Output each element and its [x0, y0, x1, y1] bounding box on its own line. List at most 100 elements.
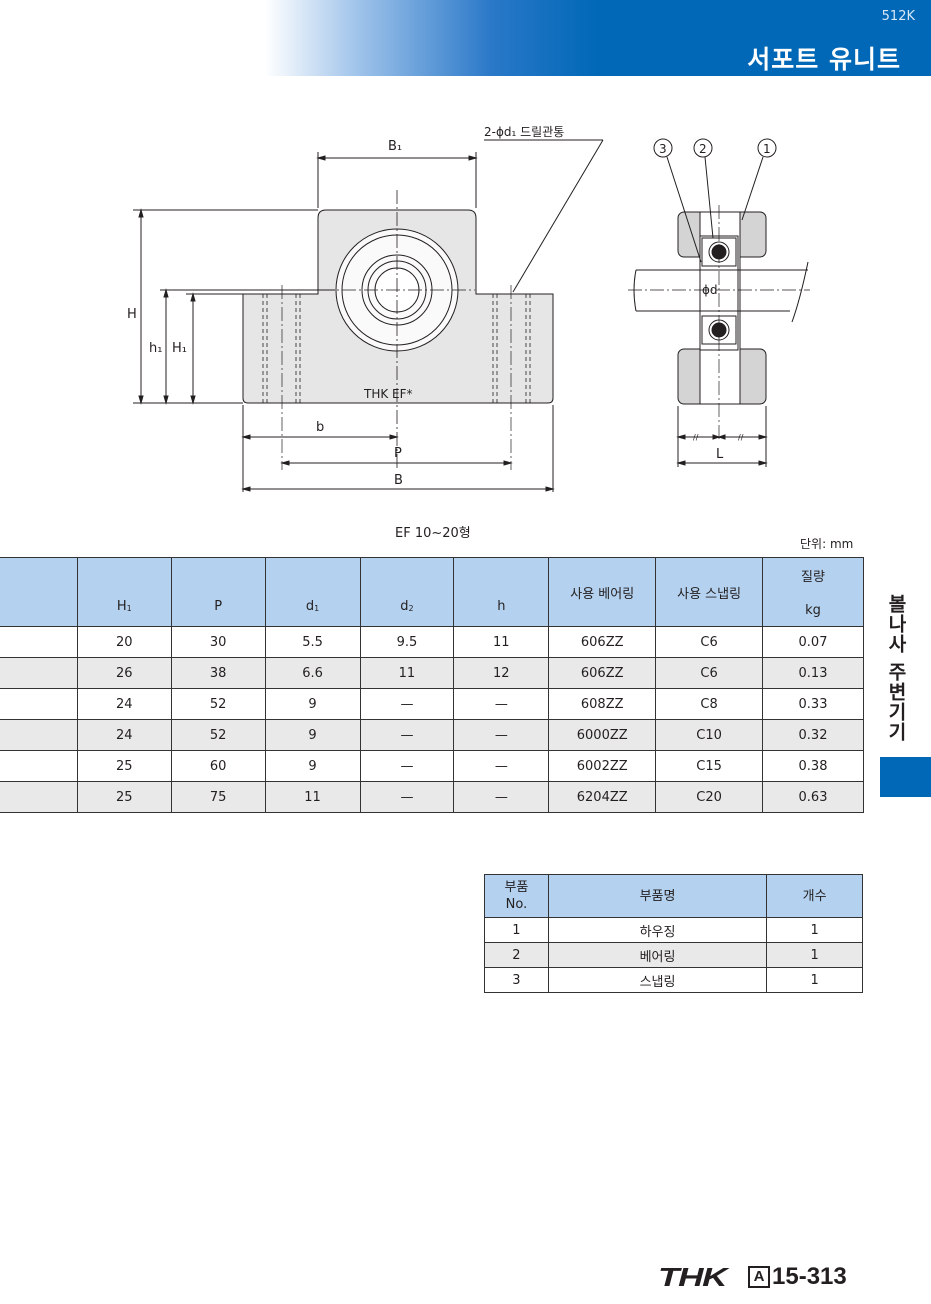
label-hole: 2-ϕd₁ 드릴관통 [484, 125, 564, 139]
label-H: H [127, 307, 137, 322]
cell-part-count: 1 [766, 917, 863, 943]
spec-header-h1: H1 [76, 557, 172, 627]
cell-mass: 0.63 [762, 781, 864, 813]
cell-h: — [453, 688, 550, 720]
cell-part-name: 베어링 [547, 942, 768, 968]
cell-part-name: 하우징 [547, 917, 768, 943]
cell-d2: — [359, 781, 455, 813]
cell-d1: 5.5 [264, 626, 361, 658]
spec-header-bearing: 사용 베어링 [548, 557, 657, 627]
cell-mass: 0.07 [762, 626, 864, 658]
cell-bearing: 606ZZ [548, 657, 657, 689]
table-row: 24 52 9 — — 6000ZZ C10 0.32 [0, 719, 864, 751]
cell-snap: C8 [655, 688, 764, 720]
drawing-caption: EF 10~20형 [395, 526, 471, 541]
label-B: B [394, 473, 403, 488]
callout-2: 2 [699, 142, 707, 156]
unit-label: 단위: mm [800, 537, 854, 551]
mark-2: // [738, 433, 744, 442]
cell-bearing: 6000ZZ [548, 719, 657, 751]
table-row: 24 52 9 — — 608ZZ C8 0.33 [0, 688, 864, 720]
cell-part-count: 1 [766, 942, 863, 968]
cell-part-no: 1 [484, 917, 549, 943]
spec-header-snap: 사용 스냅링 [655, 557, 764, 627]
label-b: b [316, 420, 324, 435]
cell-d1: 6.6 [264, 657, 361, 689]
spec-header-blank [0, 557, 78, 627]
mark-1: // [693, 433, 699, 442]
spec-header-p: P [170, 557, 266, 627]
page-header: 512K 서포트 유니트 [265, 0, 931, 76]
callout-1: 1 [763, 142, 771, 156]
cell-p: 38 [170, 657, 266, 689]
label-P: P [394, 446, 402, 461]
cell-d2: 9.5 [359, 626, 455, 658]
label-b1: B₁ [388, 139, 402, 154]
cell-p: 52 [170, 719, 266, 751]
table-row: 26 38 6.6 11 12 606ZZ C6 0.13 [0, 657, 864, 689]
cell-d1: 9 [264, 688, 361, 720]
cell-bearing: 606ZZ [548, 626, 657, 658]
cell-part-no: 3 [484, 967, 549, 993]
side-tab-marker [880, 757, 931, 797]
cell-d2: 11 [359, 657, 455, 689]
cell-bearing: 608ZZ [548, 688, 657, 720]
label-h1: h₁ [149, 341, 162, 356]
cell-d1: 9 [264, 719, 361, 751]
label-model: THK EF* [363, 387, 413, 401]
parts-header-name: 부품명 [547, 874, 768, 918]
cell-snap: C6 [655, 657, 764, 689]
page-footer: THK A 15-313 [658, 1262, 847, 1292]
label-L: L [716, 447, 724, 462]
label-phid: ϕd [702, 283, 718, 297]
cell-h: 12 [453, 657, 550, 689]
cell-p: 75 [170, 781, 266, 813]
cell-h1: 26 [76, 657, 172, 689]
table-row: 20 30 5.5 9.5 11 606ZZ C6 0.07 [0, 626, 864, 658]
cell-h1: 25 [76, 781, 172, 813]
cell-d2: — [359, 688, 455, 720]
label-H1: H₁ [172, 341, 187, 356]
cell-snap: C10 [655, 719, 764, 751]
parts-header-count: 개수 [766, 874, 863, 918]
cell-snap: C6 [655, 626, 764, 658]
cell-snap: C20 [655, 781, 764, 813]
cell-snap: C15 [655, 750, 764, 782]
cell-d2: — [359, 719, 455, 751]
section-badge: A [748, 1266, 770, 1288]
cell-h: — [453, 750, 550, 782]
cell-h1: 20 [76, 626, 172, 658]
table-row: 25 60 9 — — 6002ZZ C15 0.38 [0, 750, 864, 782]
doc-code: 512K [881, 9, 915, 24]
cell-h1: 24 [76, 688, 172, 720]
cell-d2: — [359, 750, 455, 782]
table-row: 2 베어링 1 [484, 942, 863, 968]
thk-logo: THK [658, 1261, 727, 1292]
cell-part-name: 스냅링 [547, 967, 768, 993]
cell-h: 11 [453, 626, 550, 658]
cell-h1: 25 [76, 750, 172, 782]
callout-3: 3 [659, 142, 667, 156]
page-number: 15-313 [772, 1263, 847, 1290]
table-row: 3 스냅링 1 [484, 967, 863, 993]
cell-mass: 0.38 [762, 750, 864, 782]
cell-p: 30 [170, 626, 266, 658]
table-row: 25 75 11 — — 6204ZZ C20 0.63 [0, 781, 864, 813]
cell-h: — [453, 781, 550, 813]
cell-d1: 11 [264, 781, 361, 813]
cell-h1: 24 [76, 719, 172, 751]
cell-p: 52 [170, 688, 266, 720]
page-title: 서포트 유니트 [747, 45, 901, 74]
cell-part-no: 2 [484, 942, 549, 968]
support-unit-drawing: B₁ 2-ϕd₁ 드릴관통 H h₁ H₁ THK EF* b P B ϕd L… [127, 125, 810, 492]
side-tab-label: 볼나사 주변기기 [885, 594, 907, 742]
spec-header-d2: d2 [359, 557, 455, 627]
cell-mass: 0.13 [762, 657, 864, 689]
cell-mass: 0.33 [762, 688, 864, 720]
